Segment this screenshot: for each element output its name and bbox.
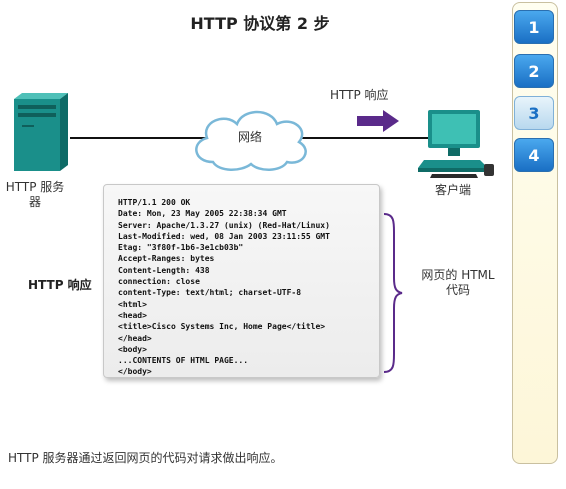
step-3-button[interactable]: 3 [514, 96, 554, 130]
http-response-code: HTTP/1.1 200 OK Date: Mon, 23 May 2005 2… [118, 197, 330, 378]
html-code-label: 网页的 HTML 代码 [421, 268, 495, 297]
code-line: <head> [118, 310, 147, 320]
code-line: connection: close [118, 277, 200, 287]
step-1-button[interactable]: 1 [514, 10, 554, 44]
client-computer-icon [418, 110, 494, 178]
code-line: <body> [118, 344, 147, 354]
caption-text: HTTP 服务器通过返回网页的代码对请求做出响应。 [8, 451, 283, 465]
http-response-arrow-label: HTTP 响应 [330, 88, 389, 102]
step-2-button[interactable]: 2 [514, 54, 554, 88]
http-response-panel: HTTP/1.1 200 OK Date: Mon, 23 May 2005 2… [103, 184, 380, 378]
code-line: Accept-Ranges: bytes [118, 254, 215, 264]
code-line: <html> [118, 299, 147, 309]
server-label: HTTP 服务 器 [5, 180, 65, 209]
client-label: 客户端 [434, 183, 471, 197]
code-line: Date: Mon, 23 May 2005 22:38:34 GMT [118, 209, 287, 219]
code-line: </body> [118, 367, 152, 377]
arrow-right-icon [357, 110, 399, 132]
http-response-label: HTTP 响应 [28, 278, 92, 292]
code-line: Etag: "3f80f-1b6-3e1cb03b" [118, 243, 244, 253]
code-line: HTTP/1.1 200 OK [118, 198, 191, 207]
server-icon [14, 93, 68, 171]
page-title: HTTP 协议第 2 步 [190, 14, 330, 33]
step-4-button[interactable]: 4 [514, 138, 554, 172]
network-label: 网络 [237, 130, 262, 144]
code-line: Server: Apache/1.3.27 (unix) (Red-Hat/Li… [118, 220, 330, 230]
network-cloud-icon [195, 110, 307, 171]
code-line: content-Type: text/html; charset-UTF-8 [118, 288, 302, 298]
code-line: <title>Cisco Systems Inc, Home Page</tit… [118, 322, 326, 332]
code-line: Last-Modified: wed, 08 Jan 2003 23:11:55… [118, 231, 330, 241]
code-line: Content-Length: 438 [118, 265, 210, 275]
code-line: </head> [118, 333, 152, 343]
brace-icon [383, 213, 403, 373]
code-line: ...CONTENTS OF HTML PAGE... [118, 356, 249, 366]
